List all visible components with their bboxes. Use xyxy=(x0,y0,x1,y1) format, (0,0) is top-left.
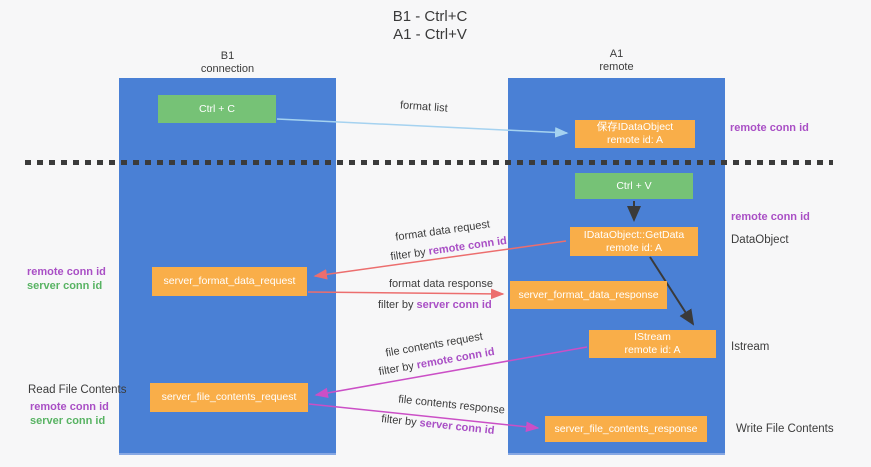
server-file-contents-request-label: server_file_contents_request xyxy=(161,391,297,403)
file-contents-response-label: file contents response xyxy=(397,393,506,417)
server-conn-id-left2-label: server conn id xyxy=(30,415,106,427)
getdata-node: IDataObject::GetData remote id: A xyxy=(570,227,698,256)
remote-conn-id-left1-label: remote conn id xyxy=(27,266,106,278)
server-conn-id-key: server conn id xyxy=(416,299,492,311)
ctrl-c-node: Ctrl + C xyxy=(158,95,276,123)
left-column-role: connection xyxy=(200,63,255,75)
title-line-1: B1 - Ctrl+C xyxy=(392,8,468,25)
ctrl-c-label: Ctrl + C xyxy=(199,102,235,115)
format-data-response-label: format data response xyxy=(389,278,493,290)
filter-by-prefix: filter by xyxy=(380,413,421,430)
server-format-data-response-node: server_format_data_response xyxy=(510,281,667,309)
ctrl-v-label: Ctrl + V xyxy=(616,179,652,192)
filter-by-prefix: filter by xyxy=(377,359,418,379)
server-conn-id-left1-label: server conn id xyxy=(27,280,103,292)
remote-conn-id-mid-right-label: remote conn id xyxy=(731,211,810,223)
server-format-data-request-node: server_format_data_request xyxy=(152,267,307,296)
istream-node: IStream remote id: A xyxy=(589,330,716,358)
diagram-title: B1 - Ctrl+C A1 - Ctrl+V xyxy=(0,8,860,44)
format-data-response-arrow xyxy=(307,288,505,300)
title-line-2: A1 - Ctrl+V xyxy=(393,26,467,43)
save-dataobject-line2: remote id: A xyxy=(606,134,664,146)
save-dataobject-node: 保存IDataObject remote id: A xyxy=(575,120,695,148)
format-list-label: format list xyxy=(399,99,449,115)
server-format-data-response-label: server_format_data_response xyxy=(518,288,659,301)
ctrl-v-node: Ctrl + V xyxy=(575,173,693,199)
dashed-separator-line xyxy=(25,160,833,165)
getdata-line2: remote id: A xyxy=(605,241,663,254)
right-column-header: A1 remote xyxy=(508,48,725,74)
istream-line2: remote id: A xyxy=(624,344,681,356)
read-file-contents-label: Read File Contents xyxy=(28,384,127,396)
file-contents-response-filter-label: filter by server conn id xyxy=(381,413,495,437)
server-file-contents-request-node: server_file_contents_request xyxy=(150,383,308,412)
format-data-response-filter-label: filter by server conn id xyxy=(378,299,492,311)
save-dataobject-line1: 保存IDataObject xyxy=(596,121,674,133)
istream-side-label: Istream xyxy=(731,341,770,353)
left-column-header: B1 connection xyxy=(119,50,336,76)
server-conn-id-key: server conn id xyxy=(418,417,496,437)
getdata-line1: IDataObject::GetData xyxy=(583,228,685,241)
remote-conn-id-key: remote conn id xyxy=(427,234,508,258)
server-file-contents-response-label: server_file_contents_response xyxy=(554,422,698,435)
dataobject-label: DataObject xyxy=(731,234,789,246)
server-file-contents-response-node: server_file_contents_response xyxy=(545,416,707,442)
filter-by-prefix: filter by xyxy=(378,299,417,311)
server-format-data-request-label: server_format_data_request xyxy=(163,275,296,287)
remote-conn-id-left2-label: remote conn id xyxy=(30,401,109,413)
filter-by-prefix: filter by xyxy=(389,245,430,264)
remote-conn-id-top-right-label: remote conn id xyxy=(730,122,809,134)
right-column-name: A1 xyxy=(609,48,624,60)
write-file-contents-label: Write File Contents xyxy=(736,423,834,435)
right-column-role: remote xyxy=(599,61,634,73)
istream-line1: IStream xyxy=(634,331,671,343)
left-column-name: B1 xyxy=(220,50,235,62)
